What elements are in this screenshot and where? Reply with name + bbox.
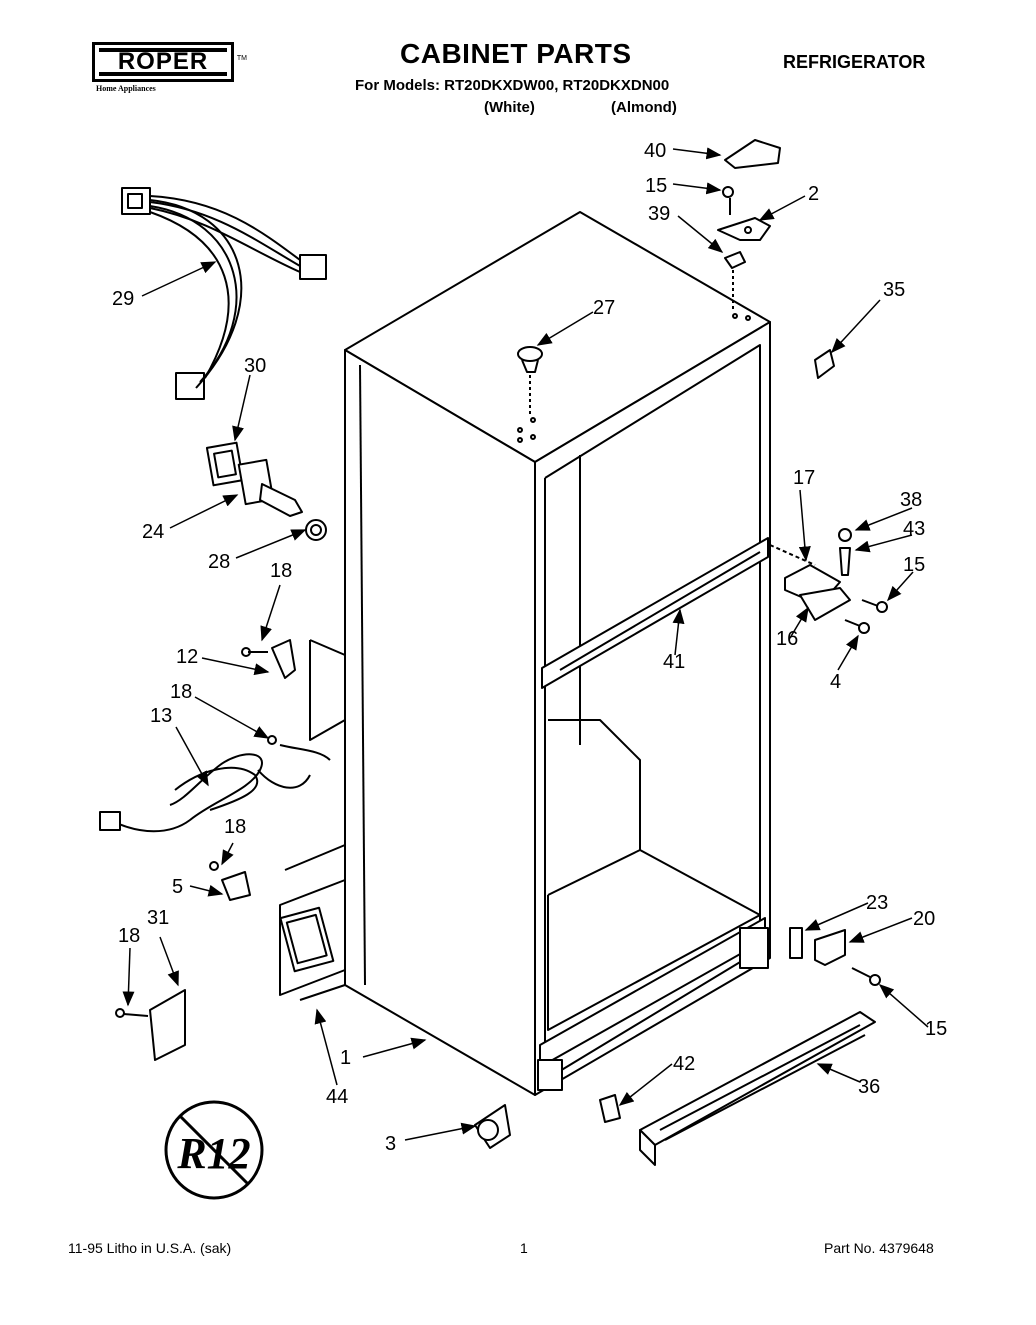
callout-2: 2 xyxy=(808,183,819,205)
callout-30: 30 xyxy=(244,355,266,377)
callout-42: 42 xyxy=(673,1053,695,1075)
roper-logo: ROPER TM Home Appliances xyxy=(92,42,247,93)
callout-23: 23 xyxy=(866,892,888,914)
callout-18-b: 18 xyxy=(170,681,192,703)
divider-rail xyxy=(541,537,769,689)
callout-15-top: 15 xyxy=(645,175,667,197)
callout-28: 28 xyxy=(208,551,230,573)
callout-24: 24 xyxy=(142,521,164,543)
trademark: TM xyxy=(236,55,247,62)
page-title: CABINET PARTS xyxy=(400,38,632,69)
r12-badge-text: R12 xyxy=(176,1129,250,1178)
callout-31: 31 xyxy=(147,907,169,929)
callout-27: 27 xyxy=(593,297,615,319)
callout-5: 5 xyxy=(172,876,183,898)
print-info: 11-95 Litho in U.S.A. (sak) xyxy=(68,1240,232,1256)
callout-1: 1 xyxy=(340,1047,351,1069)
callout-44: 44 xyxy=(326,1086,348,1108)
brand-tagline: Home Appliances xyxy=(96,84,156,93)
callout-15-right: 15 xyxy=(903,554,925,576)
callout-13: 13 xyxy=(150,705,172,727)
callout-38: 38 xyxy=(900,489,922,511)
part-number: Part No. 4379648 xyxy=(824,1240,934,1256)
model-list: For Models: RT20DKXDW00, RT20DKXDN00 xyxy=(355,77,670,94)
page-number: 1 xyxy=(520,1240,528,1256)
callout-43: 43 xyxy=(903,518,925,540)
callout-18-a: 18 xyxy=(270,560,292,582)
category-label: REFRIGERATOR xyxy=(783,52,926,72)
callout-16: 16 xyxy=(776,628,798,650)
cabinet-shell xyxy=(344,211,771,1096)
brand-name: ROPER xyxy=(117,48,209,75)
callout-36: 36 xyxy=(858,1076,880,1098)
variant-white: (White) xyxy=(484,99,535,116)
callout-4: 4 xyxy=(830,671,841,693)
variant-almond: (Almond) xyxy=(611,99,677,116)
callout-20: 20 xyxy=(913,908,935,930)
callout-15-bottom: 15 xyxy=(925,1018,947,1040)
callout-40: 40 xyxy=(644,140,666,162)
callout-12: 12 xyxy=(176,646,198,668)
callout-17: 17 xyxy=(793,467,815,489)
callout-18-d: 18 xyxy=(118,925,140,947)
callout-29: 29 xyxy=(112,288,134,310)
callout-3: 3 xyxy=(385,1133,396,1155)
callout-18-c: 18 xyxy=(224,816,246,838)
callout-39: 39 xyxy=(648,203,670,225)
callout-35: 35 xyxy=(883,279,905,301)
callout-41: 41 xyxy=(663,651,685,673)
